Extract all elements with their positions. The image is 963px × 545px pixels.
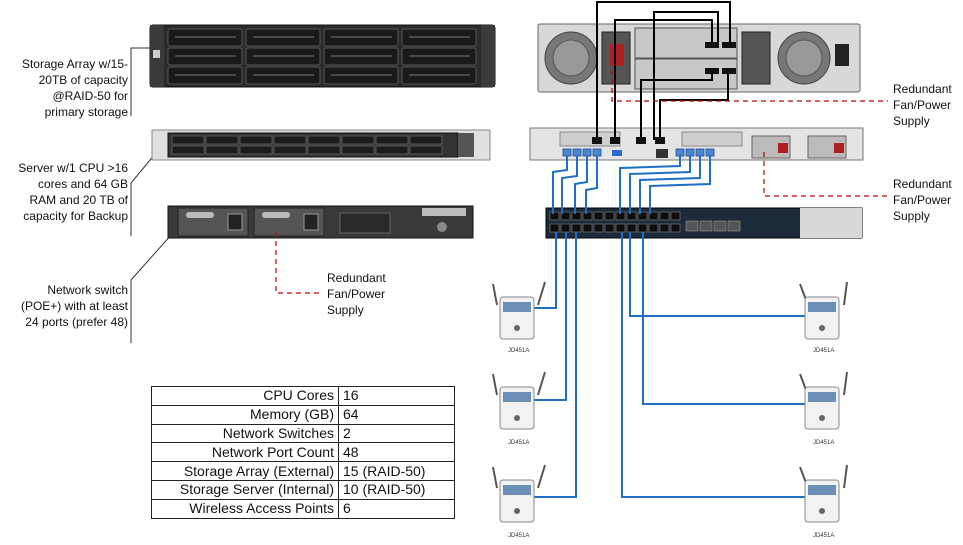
leader-lines bbox=[130, 47, 181, 343]
access-point-right-1 bbox=[799, 281, 848, 340]
spec-value: 2 bbox=[338, 423, 455, 444]
switch-rear bbox=[167, 205, 474, 239]
network-switch-front bbox=[545, 207, 863, 239]
server-switch-cables bbox=[552, 156, 711, 214]
table-row: Memory (GB) 64 bbox=[151, 404, 455, 425]
redundant-psu-label-server: Redundant Fan/Power Supply bbox=[327, 271, 386, 317]
specs-table: CPU Cores 16 Memory (GB) 64 Network Swit… bbox=[151, 386, 455, 519]
ap-model-label: JD451A bbox=[508, 533, 530, 539]
table-row: CPU Cores 16 bbox=[151, 386, 455, 406]
access-point-left-3 bbox=[492, 464, 546, 523]
switch-ap-cables bbox=[533, 232, 808, 498]
redundant-psu-label-array: Redundant Fan/Power Supply bbox=[893, 82, 952, 128]
sas-connectors bbox=[592, 42, 736, 144]
spec-value: 15 (RAID-50) bbox=[338, 461, 455, 481]
spec-key: Memory (GB) bbox=[151, 404, 339, 425]
access-point-left-2 bbox=[492, 371, 546, 430]
sas-cables bbox=[596, 1, 731, 140]
ap-model-label: JD451A bbox=[508, 440, 530, 446]
spec-key: Network Switches bbox=[151, 423, 339, 444]
storage-array-label: Storage Array w/15-20TB of capacity @RAI… bbox=[21, 57, 128, 119]
spec-key: CPU Cores bbox=[151, 386, 339, 406]
server-label: Server w/1 CPU >16 cores and 64 GB RAM a… bbox=[18, 161, 128, 223]
spec-key: Network Port Count bbox=[151, 442, 339, 463]
storage-array-front bbox=[149, 24, 496, 88]
table-row: Storage Array (External) 15 (RAID-50) bbox=[151, 461, 455, 481]
ap-model-label: JD451A bbox=[508, 348, 530, 354]
spec-value: 16 bbox=[338, 386, 455, 406]
spec-key: Storage Array (External) bbox=[151, 461, 339, 481]
table-row: Network Switches 2 bbox=[151, 423, 455, 444]
ap-model-label: JD451A bbox=[813, 348, 835, 354]
spec-key: Storage Server (Internal) bbox=[151, 479, 339, 500]
power-dash-lines bbox=[275, 70, 888, 294]
spec-value: 64 bbox=[338, 404, 455, 425]
ap-model-label: JD451A bbox=[813, 533, 835, 539]
access-point-right-3 bbox=[799, 464, 848, 523]
spec-key: Wireless Access Points bbox=[151, 498, 339, 519]
network-switch-label: Network switch (POE+) with at least 24 p… bbox=[20, 283, 128, 329]
access-point-left-1 bbox=[492, 281, 546, 340]
redundant-psu-label-switch: Redundant Fan/Power Supply bbox=[893, 177, 952, 223]
spec-value: 10 (RAID-50) bbox=[338, 479, 455, 500]
table-row: Network Port Count 48 bbox=[151, 442, 455, 463]
ap-model-label: JD451A bbox=[813, 440, 835, 446]
storage-array-rear bbox=[537, 23, 861, 93]
spec-value: 48 bbox=[338, 442, 455, 463]
access-point-right-2 bbox=[799, 371, 848, 430]
table-row: Storage Server (Internal) 10 (RAID-50) bbox=[151, 479, 455, 500]
spec-value: 6 bbox=[338, 498, 455, 519]
server-front bbox=[151, 129, 491, 161]
server-rear bbox=[529, 127, 864, 161]
table-row: Wireless Access Points 6 bbox=[151, 498, 455, 519]
